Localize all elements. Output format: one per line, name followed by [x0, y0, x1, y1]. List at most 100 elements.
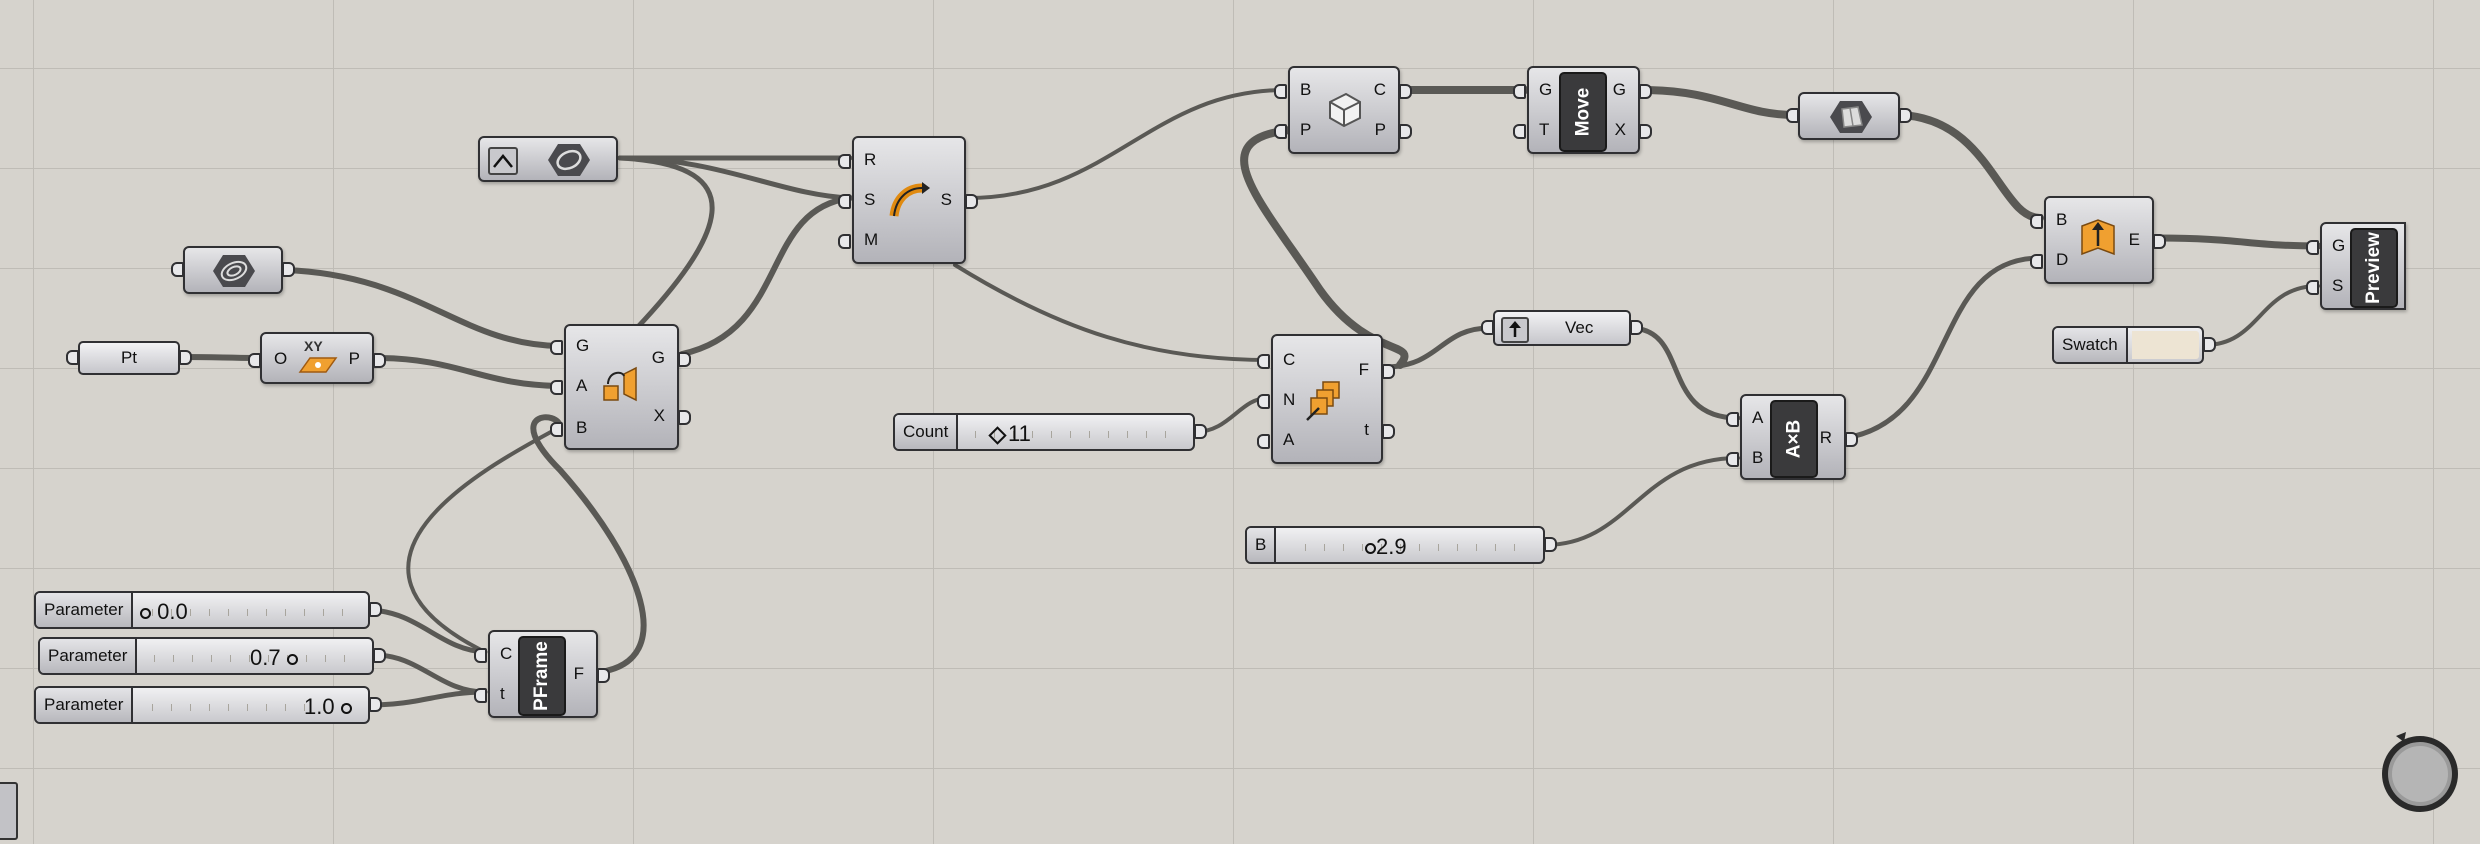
sweep-input-r[interactable]: R	[837, 150, 877, 169]
extrude-input-d[interactable]: D	[2029, 250, 2069, 269]
move-output-x[interactable]: X	[1614, 120, 1654, 139]
wire	[282, 267, 563, 349]
rotate-input-a[interactable]: A	[549, 376, 588, 395]
slider-grip-icon[interactable]	[340, 702, 352, 714]
b-slider-value: 2.9	[1365, 534, 1407, 560]
b-slider-label: B	[1247, 528, 1277, 562]
parameter-slider-3-track[interactable]	[134, 692, 358, 718]
b-slider-track[interactable]	[1287, 532, 1533, 558]
sweep-component[interactable]: R S M S	[837, 136, 980, 264]
extrude-component[interactable]: B D E	[2029, 196, 2168, 284]
multiply-output-r[interactable]: R	[1819, 428, 1859, 447]
wire	[530, 414, 647, 675]
preview-input-s[interactable]: S	[2305, 276, 2344, 295]
swatch-parameter[interactable]: Swatch	[2052, 326, 2216, 364]
parameter-slider-1-track[interactable]	[134, 597, 358, 623]
count-slider[interactable]: Count 11	[893, 413, 1207, 451]
array-input-c[interactable]: C	[1256, 350, 1296, 369]
rotate-output-g[interactable]: G	[651, 348, 692, 367]
point-parameter[interactable]: Pt	[66, 341, 192, 375]
b-slider[interactable]: B 2.9	[1245, 526, 1557, 564]
parameter-slider-1-label: Parameter	[36, 593, 134, 627]
sweep-output-s[interactable]: S	[940, 190, 980, 209]
array-input-a[interactable]: A	[1256, 430, 1295, 449]
preview-title: Preview	[2350, 228, 2398, 308]
spiral-curve-component[interactable]	[171, 246, 295, 294]
brep-output-p[interactable]: P	[1374, 120, 1414, 139]
hexagon-curve-icon	[546, 142, 592, 178]
wire	[367, 689, 488, 708]
parameter-slider-2-track[interactable]	[136, 643, 362, 669]
sweep-icon	[888, 178, 932, 222]
move-component[interactable]: G T Move G X	[1511, 66, 1654, 154]
pframe-title: PFrame	[518, 636, 566, 716]
extrude-icon	[2078, 216, 2118, 260]
xy-plane-input-o[interactable]: O	[247, 349, 288, 368]
slider-grip-icon[interactable]	[140, 607, 151, 619]
unit-vector-icon	[1501, 317, 1529, 343]
parameter-slider-3-label: Parameter	[36, 688, 134, 722]
hexagon-curve-component[interactable]	[478, 136, 618, 182]
pframe-component[interactable]: C t PFrame F	[473, 630, 612, 718]
rotate-input-b[interactable]: B	[549, 418, 588, 437]
wire	[2151, 234, 2322, 250]
brep-input-p[interactable]: P	[1273, 120, 1312, 139]
polygon-surface-component[interactable]	[1786, 92, 1912, 140]
xy-plane-output-p[interactable]: P	[348, 349, 388, 368]
navigation-compass-icon[interactable]	[2376, 728, 2464, 816]
array-output-f[interactable]: F	[1358, 360, 1397, 379]
array-input-n[interactable]: N	[1256, 390, 1296, 409]
extrude-input-b[interactable]: B	[2029, 210, 2068, 229]
xy-plane-icon: XY	[296, 336, 340, 380]
wire	[2203, 284, 2320, 347]
wire	[372, 652, 488, 695]
slider-grip-icon[interactable]	[286, 653, 298, 665]
parameter-slider-3[interactable]: Parameter 1.0	[34, 686, 382, 724]
move-input-t[interactable]: T	[1511, 120, 1550, 139]
wire	[953, 263, 1270, 362]
vector-parameter[interactable]: Vec	[1481, 310, 1643, 346]
rotate-output-x[interactable]: X	[653, 406, 693, 425]
pframe-output-f[interactable]: F	[573, 664, 612, 683]
wire	[679, 195, 853, 357]
count-slider-value: 11	[988, 421, 1031, 447]
multiply-input-b[interactable]: B	[1725, 448, 1764, 467]
array-output-t[interactable]: t	[1364, 420, 1394, 439]
move-input-g[interactable]: G	[1512, 80, 1553, 99]
extrude-output-e[interactable]: E	[2128, 230, 2168, 249]
xy-plane-component[interactable]: O XY P	[247, 332, 388, 384]
slider-grip-icon[interactable]	[1365, 542, 1376, 554]
wire	[1638, 86, 1799, 119]
sweep-input-s[interactable]: S	[837, 190, 876, 209]
multiply-component[interactable]: A B A×B R	[1725, 394, 1859, 480]
move-output-g[interactable]: G	[1612, 80, 1653, 99]
brep-output-c[interactable]: C	[1373, 80, 1413, 99]
count-slider-label: Count	[895, 415, 959, 449]
preview-component[interactable]: G S Preview	[2305, 222, 2406, 310]
arc-icon	[488, 147, 518, 175]
wire	[1898, 111, 2044, 222]
count-slider-track[interactable]	[957, 419, 1183, 445]
multiply-input-a[interactable]: A	[1725, 408, 1764, 427]
swatch-color[interactable]	[2132, 331, 2199, 359]
canvas-edge-handle[interactable]	[0, 782, 18, 840]
parameter-slider-1-value: 0.0	[140, 599, 188, 625]
brep-edges-component[interactable]: B P C P	[1273, 66, 1414, 154]
pframe-input-t[interactable]: t	[475, 684, 505, 703]
parameter-slider-1[interactable]: Parameter 0.0	[34, 591, 382, 629]
preview-input-g[interactable]: G	[2305, 236, 2346, 255]
xy-caption: XY	[304, 338, 323, 354]
sweep-input-m[interactable]: M	[837, 230, 879, 249]
wire	[179, 354, 261, 361]
wire	[617, 155, 715, 333]
rotate-component[interactable]: G A B G X	[549, 324, 693, 450]
vector-label: Vec	[1565, 318, 1594, 337]
wire	[1842, 255, 2043, 441]
array-component[interactable]: C N A F t	[1256, 334, 1397, 464]
parameter-slider-2[interactable]: Parameter 0.7	[38, 637, 386, 675]
rotate-input-g[interactable]: G	[549, 336, 590, 355]
brep-input-b[interactable]: B	[1273, 80, 1312, 99]
pframe-input-c[interactable]: C	[473, 644, 513, 663]
slider-grip-icon[interactable]	[988, 425, 1007, 445]
